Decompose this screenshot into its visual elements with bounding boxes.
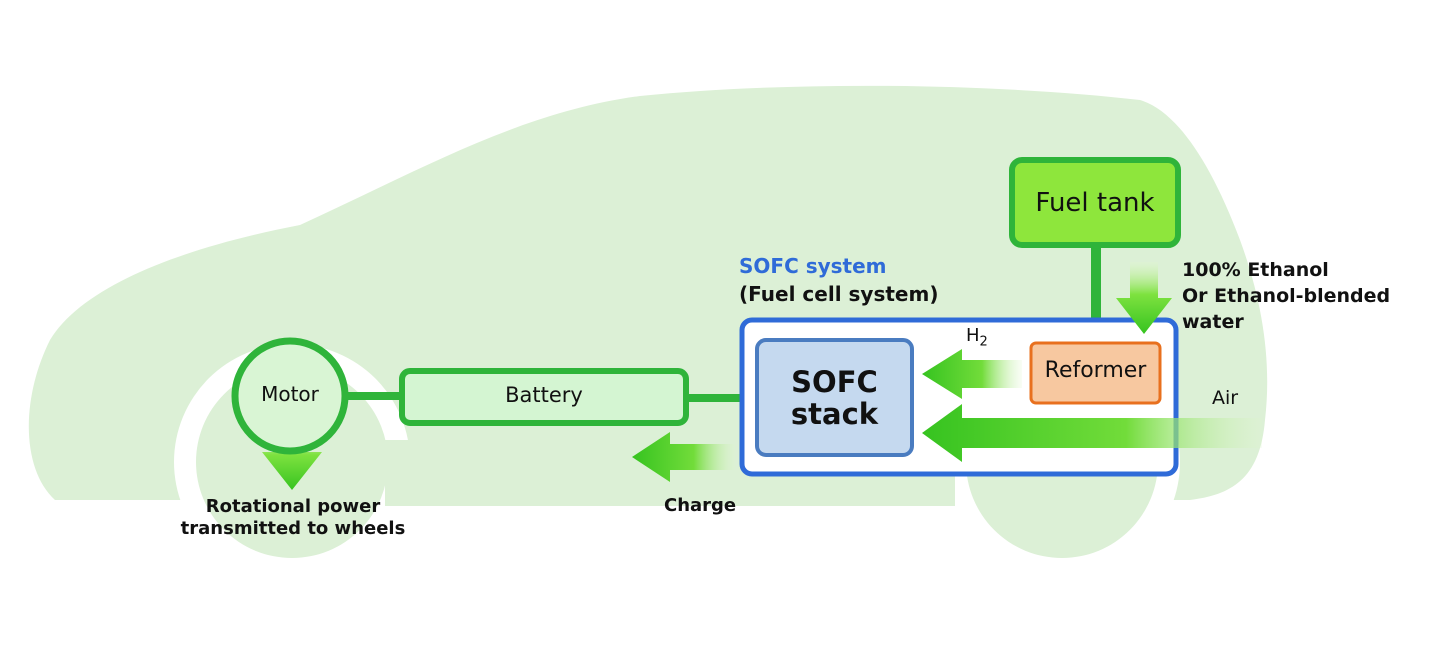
air-arrow: [922, 404, 1262, 462]
reformer-label: Reformer: [1044, 357, 1147, 383]
wheel-power-line2: transmitted to wheels: [180, 518, 406, 539]
fuel-type-label: 100% Ethanol Or Ethanol-blended water: [1182, 257, 1390, 335]
sofc-system-title: SOFC system: [739, 254, 887, 278]
sofc-stack-box: [755, 338, 914, 457]
sofc-stack-label: SOFC stack: [757, 348, 912, 448]
motor-label: Motor: [261, 382, 319, 406]
fuel-tank-box: [1009, 157, 1181, 248]
battery-box: [399, 368, 689, 426]
hydrogen-subscript: 2: [979, 334, 988, 350]
air-label: Air: [1212, 387, 1239, 409]
hydrogen-arrow: [922, 349, 1022, 399]
reformer-box: [1029, 341, 1162, 405]
fuel-tank-label: Fuel tank: [1035, 187, 1155, 218]
fuel-type-line3: water: [1182, 311, 1244, 333]
hydrogen-label: H2: [966, 325, 988, 350]
battery-label: Battery: [505, 383, 583, 407]
hydrogen-symbol: H: [966, 325, 980, 346]
charge-arrow: [632, 432, 735, 482]
wheel-power-arrow: [262, 426, 322, 490]
wheel-power-line1: Rotational power: [205, 496, 381, 517]
fuel-type-line2: Or Ethanol-blended: [1182, 285, 1391, 307]
charge-label: Charge: [664, 495, 737, 516]
sofc-system-subtitle: (Fuel cell system): [739, 282, 939, 306]
fuel-supply-arrow: [1116, 262, 1172, 334]
fuel-type-line1: 100% Ethanol: [1182, 259, 1329, 281]
wheel-power-label: Rotational power transmitted to wheels: [170, 496, 416, 540]
sofc-stack-label-line2: stack: [790, 397, 879, 431]
motor-circle: [231, 337, 349, 455]
sofc-stack-label-line1: SOFC: [791, 365, 878, 399]
